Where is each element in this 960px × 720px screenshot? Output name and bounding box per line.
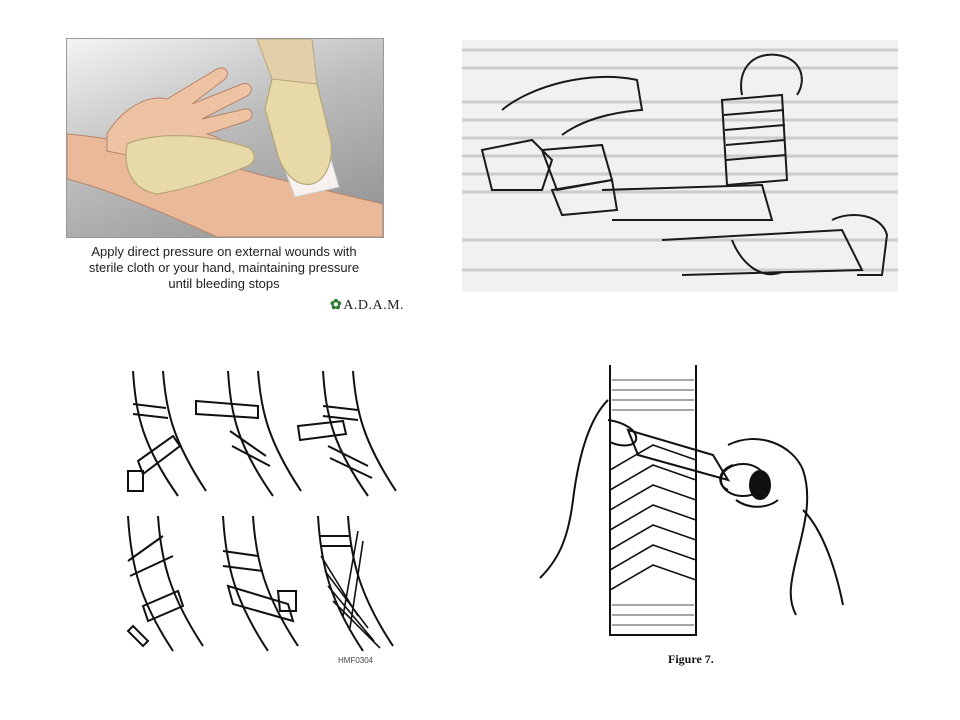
step-3 bbox=[296, 370, 397, 497]
spiral-bandage-steps bbox=[118, 366, 404, 672]
lower-hand bbox=[731, 239, 783, 276]
pressure-drawing bbox=[67, 39, 383, 237]
left-thumb bbox=[607, 419, 638, 447]
right-sleeve bbox=[831, 214, 889, 276]
steps-drawing bbox=[126, 370, 397, 652]
sketch-drawing bbox=[462, 48, 898, 276]
step-5 bbox=[222, 515, 299, 652]
gloved-wrist bbox=[256, 39, 318, 85]
left-hand-outline bbox=[539, 399, 609, 579]
arm-shading bbox=[612, 379, 694, 626]
right-wrist bbox=[802, 509, 844, 606]
caption-line: until bleeding stops bbox=[168, 276, 280, 291]
logo-text: A.D.A.M. bbox=[343, 298, 405, 313]
caption-line: Apply direct pressure on external wounds… bbox=[91, 244, 357, 259]
bandage-wraps bbox=[723, 109, 787, 161]
bandage-strip bbox=[626, 428, 731, 482]
step-2 bbox=[195, 370, 302, 497]
bandaged-arm bbox=[720, 93, 789, 187]
bandaging-sketch bbox=[462, 40, 898, 292]
right-hand-outline bbox=[727, 438, 809, 616]
arm-outline bbox=[609, 365, 697, 636]
adam-logo: ✿A.D.A.M. bbox=[330, 297, 404, 314]
upper-arm bbox=[501, 75, 644, 136]
right-fingers bbox=[719, 464, 779, 508]
step-6 bbox=[317, 515, 394, 652]
gloved-hand-pressing bbox=[264, 72, 332, 186]
caption: Apply direct pressure on external wounds… bbox=[66, 244, 382, 292]
horizontal-arm bbox=[601, 183, 774, 221]
fist bbox=[740, 53, 803, 96]
bandage-roll bbox=[550, 178, 619, 217]
figure-label: Figure 7. bbox=[668, 652, 714, 666]
diagram-code: HMF0304 bbox=[338, 656, 374, 665]
step-1 bbox=[127, 370, 207, 497]
left-hand bbox=[480, 138, 554, 191]
direct-pressure-illustration bbox=[66, 38, 384, 238]
roll-end bbox=[749, 470, 771, 500]
step-4 bbox=[126, 515, 204, 652]
background-text-lines bbox=[462, 48, 898, 272]
leaf-icon: ✿ bbox=[330, 298, 343, 313]
lower-arm bbox=[661, 228, 864, 276]
caption-line: sterile cloth or your hand, maintaining … bbox=[88, 260, 360, 275]
herringbone-wraps bbox=[609, 444, 697, 591]
gloved-hand-supporting bbox=[125, 135, 255, 195]
figure-7-drawing bbox=[539, 365, 844, 636]
herringbone-bandage-figure bbox=[538, 360, 856, 672]
holding-hand bbox=[540, 143, 614, 192]
